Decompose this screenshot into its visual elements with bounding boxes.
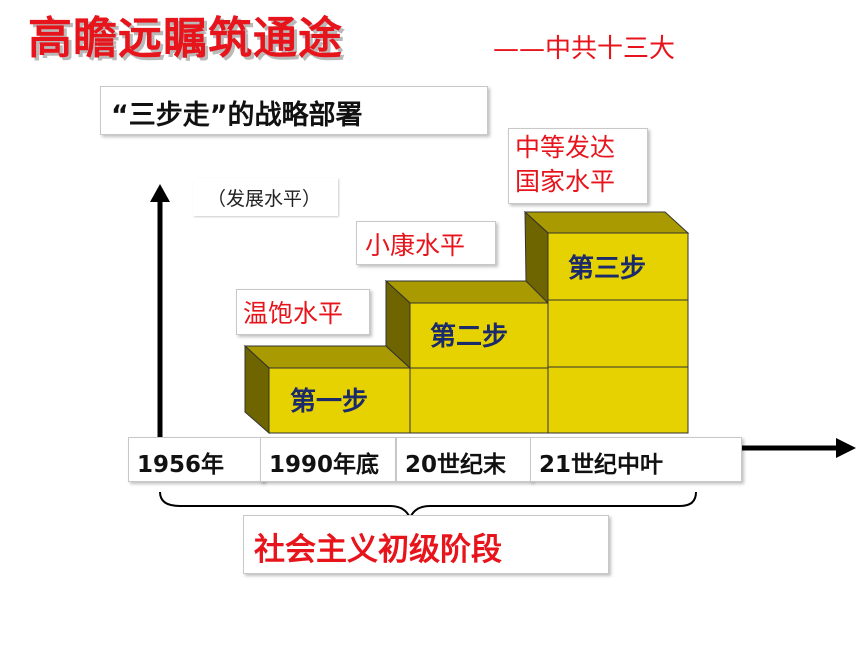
level-moderate-prosperity: 小康水平	[356, 221, 496, 265]
level-developed-line2: 国家水平	[515, 167, 616, 196]
timeline-20th-century-end: 20世纪末	[396, 437, 532, 482]
step1-label: 第一步	[290, 386, 368, 417]
x-axis-arrow-icon	[836, 438, 856, 458]
timeline-1990: 1990年底	[260, 437, 396, 482]
timeline-1956: 1956年	[128, 437, 264, 482]
step2-label: 第二步	[430, 321, 508, 352]
y-axis-label: （发展水平）	[193, 178, 338, 216]
page-title: 高瞻远瞩筑通途	[28, 13, 343, 64]
page-subtitle: ——中共十三大	[493, 34, 676, 64]
step1-block	[243, 344, 412, 435]
stage-label: 社会主义初级阶段	[243, 515, 609, 574]
level-developed-line1: 中等发达	[515, 133, 616, 162]
timeline-21st-century-mid: 21世纪中叶	[530, 437, 742, 482]
step3-block	[523, 210, 690, 434]
step3-label: 第三步	[568, 253, 646, 284]
step2-block	[384, 279, 552, 434]
y-axis-arrow-icon	[150, 184, 170, 202]
level-developed: 中等发达 国家水平	[508, 128, 648, 204]
level-subsistence: 温饱水平	[236, 289, 370, 335]
strategy-heading: “三步走”的战略部署	[100, 86, 488, 135]
